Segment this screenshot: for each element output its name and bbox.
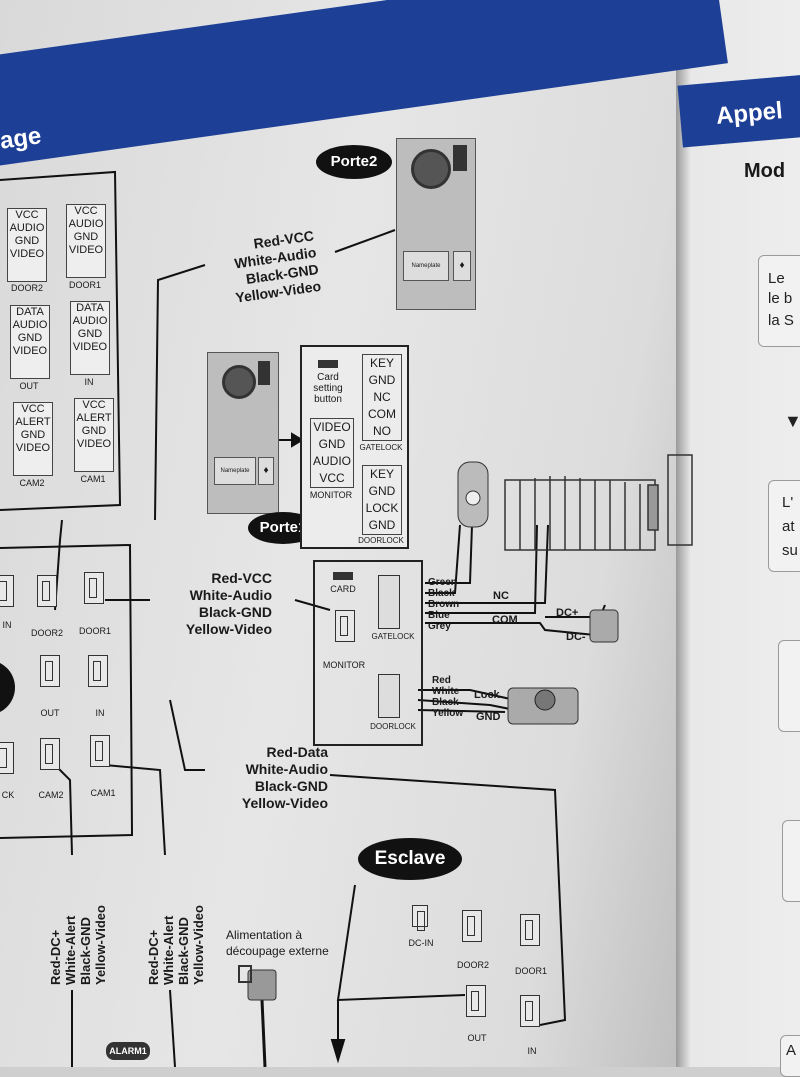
esclave-door1-connector	[520, 914, 540, 946]
port-cam1-connector	[90, 735, 110, 767]
port-in-connector	[0, 575, 14, 607]
monitor-device-edge	[0, 660, 15, 715]
lock-gnd-label: GND	[476, 711, 501, 723]
port-in2-label: IN	[95, 708, 105, 718]
esclave-dcin-label: DC-IN	[408, 938, 434, 948]
right-text-4: L'	[782, 494, 794, 511]
unit-gatelock-label: GATELOCK	[371, 632, 415, 641]
porte1-gatelock-caption: GATELOCK	[359, 443, 403, 452]
right-info-box-3	[778, 640, 800, 732]
right-text-3: la S	[768, 312, 794, 329]
esclave-in-label: IN	[527, 1046, 537, 1056]
porte1-doorlock-caption: DOORLOCK	[358, 536, 404, 545]
card-setting-button[interactable]	[318, 360, 338, 368]
port-door2-connector	[37, 575, 57, 607]
camera-icon	[411, 149, 451, 189]
unit-doorlock-connector	[378, 674, 400, 718]
gate-dcminus-label: DC-	[566, 631, 586, 643]
port-door1-connector	[84, 572, 104, 604]
camera-icon	[222, 365, 256, 399]
port-out-label: OUT	[40, 708, 60, 718]
gate-nc-label: NC	[493, 590, 509, 602]
terminal-cam2-caption: CAM2	[19, 478, 45, 488]
port-cam2-connector	[40, 738, 60, 770]
right-text-5: at	[782, 518, 795, 535]
port-ck-connector	[0, 742, 14, 774]
speaker-icon	[258, 361, 270, 385]
porte1-door-station: Nameplate ♦	[207, 352, 279, 514]
esclave-out-label: OUT	[467, 1033, 487, 1043]
porte1-monitor-caption: MONITOR	[309, 490, 353, 500]
port-ck-label: CK	[1, 790, 15, 800]
speaker-icon	[453, 145, 467, 171]
card-setting-button-label: Card setting button	[313, 372, 343, 405]
gate-com-label: COM	[492, 614, 518, 626]
right-text-2: le b	[768, 290, 793, 307]
esclave-door2-connector	[462, 910, 482, 942]
port-in-label: IN	[2, 620, 12, 630]
porte2-door-station: Nameplate ♦	[396, 138, 476, 310]
terminal-door2-caption: DOOR2	[10, 283, 43, 293]
right-text-6: su	[782, 542, 798, 559]
right-info-box-4	[782, 820, 800, 902]
unit-monitor-label: MONITOR	[322, 660, 366, 670]
unit-gatelock-connector	[378, 575, 400, 629]
terminal-door1-caption: DOOR1	[68, 280, 101, 290]
port-cam2-label: CAM2	[38, 790, 64, 800]
right-heading: Mod	[744, 160, 786, 182]
card-slot	[333, 572, 353, 580]
right-text-7: A	[786, 1042, 797, 1059]
port-door2-label: DOOR2	[30, 628, 63, 638]
right-info-box-2	[768, 480, 800, 572]
porte1-nameplate[interactable]: Nameplate	[214, 457, 256, 485]
terminal-in-caption: IN	[84, 377, 94, 387]
port-door1-label: DOOR1	[78, 626, 111, 636]
esclave-dcin-connector	[412, 905, 428, 931]
esclave-in-connector	[520, 995, 540, 1027]
terminal-out-caption: OUT	[19, 381, 39, 391]
gate-dcplus-label: DC+	[556, 607, 579, 619]
unit-board	[313, 560, 423, 746]
plug-icon	[238, 965, 252, 983]
right-info-box-1	[758, 255, 800, 347]
power-label-line1: Alimentation à	[226, 928, 303, 942]
alarm-badge: ALARM1	[106, 1042, 150, 1060]
power-label-line2: découpage externe	[226, 944, 329, 958]
esclave-label: Esclave	[358, 838, 462, 880]
port-out-connector	[40, 655, 60, 687]
esclave-out-connector	[466, 985, 486, 1017]
right-arrow-icon: ▼	[784, 411, 800, 431]
porte1-terminal-board	[300, 345, 409, 549]
right-text-1: Le	[768, 270, 785, 287]
esclave-door1-label: DOOR1	[514, 966, 547, 976]
unit-monitor-connector	[335, 610, 355, 642]
bell-icon[interactable]: ♦	[258, 457, 274, 485]
porte2-nameplate[interactable]: Nameplate	[403, 251, 449, 281]
port-cam1-label: CAM1	[90, 788, 116, 798]
unit-card-label: CARD	[330, 584, 356, 594]
lock-label: Lock	[474, 689, 500, 701]
porte2-label: Porte2	[316, 145, 392, 179]
esclave-door2-label: DOOR2	[456, 960, 489, 970]
port-in2-connector	[88, 655, 108, 687]
bell-icon[interactable]: ♦	[453, 251, 471, 281]
unit-doorlock-label: DOORLOCK	[370, 722, 416, 731]
terminal-cam1-caption: CAM1	[80, 474, 106, 484]
